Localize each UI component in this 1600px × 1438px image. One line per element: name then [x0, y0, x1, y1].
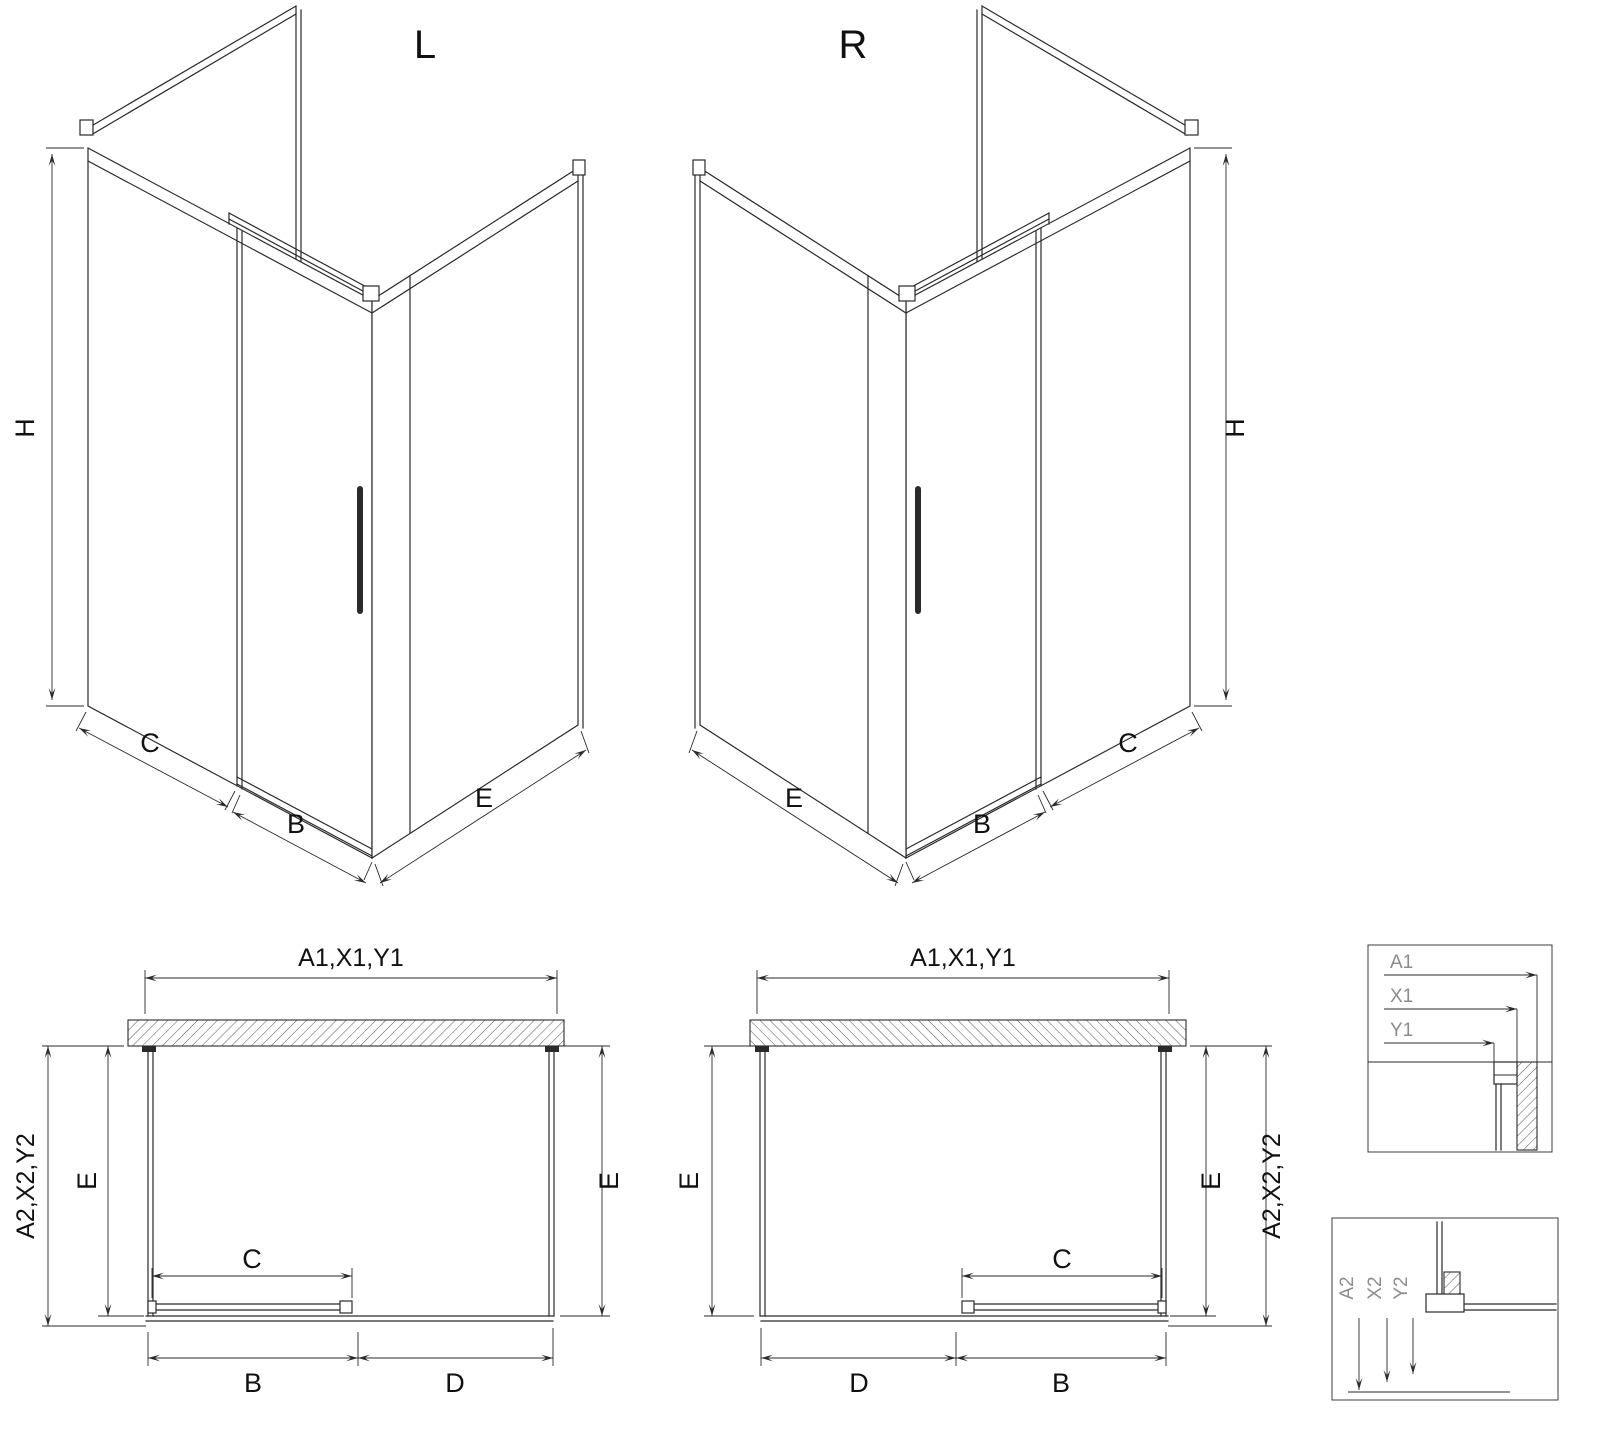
detail-bottom-hatch: [1443, 1271, 1461, 1295]
dim-label-h-left: H: [10, 418, 40, 438]
detail-dim-y2: Y2: [1391, 1276, 1412, 1299]
detail-dim-a2: A2: [1337, 1276, 1358, 1299]
plan-right-dim-d: D: [849, 1368, 869, 1398]
plan-left-dim-c: C: [242, 1244, 262, 1274]
plan-right-dim-e-left: E: [674, 1172, 704, 1190]
plan-right-dim-side-outer: A2,X2,Y2: [1258, 1133, 1286, 1239]
dim-label-c-left: C: [140, 728, 160, 758]
dim-label-e-left: E: [475, 783, 493, 813]
detail-glass-bottom: [1436, 1221, 1443, 1299]
plan-left-dim-e-right: E: [594, 1172, 624, 1190]
plan-view-left: A1,X1,Y1 A2,X2,Y2 E E C B D: [12, 944, 624, 1398]
detail-dim-x1: X1: [1390, 986, 1413, 1007]
plan-view-right: A1,X1,Y1 A2,X2,Y2 E E C D B: [674, 944, 1286, 1398]
detail-profile-top: A1 X1 Y1: [1367, 944, 1553, 1153]
detail-dim-a1: A1: [1390, 952, 1413, 973]
detail-dim-y1: Y1: [1390, 1020, 1413, 1041]
plan-right-dim-e-right: E: [1196, 1172, 1226, 1190]
dim-label-h-right: H: [1220, 418, 1250, 438]
detail-glass-top: [1495, 1083, 1502, 1151]
detail-bottom-profile: [1425, 1293, 1465, 1313]
dim-label-b-right: B: [973, 809, 991, 839]
plan-right-dim-top: A1,X1,Y1: [910, 944, 1016, 972]
dim-label-e-right: E: [785, 783, 803, 813]
plan-left-dim-top: A1,X1,Y1: [298, 944, 404, 972]
detail-wall-hatch: [1516, 1061, 1538, 1151]
plan-right-dim-c: C: [1052, 1244, 1072, 1274]
dim-label-b-left: B: [287, 809, 305, 839]
variant-label-right: R: [839, 23, 868, 67]
iso-view-left: L H C B E: [10, 6, 589, 886]
detail-bottom-frame: [1331, 1217, 1559, 1401]
plan-left-dim-d: D: [445, 1368, 465, 1398]
iso-view-right: R H C B E: [689, 6, 1250, 886]
detail-profile-bottom: A2 X2 Y2: [1331, 1217, 1559, 1401]
plan-right-dim-b: B: [1052, 1368, 1070, 1398]
detail-wall-profile: [1493, 1061, 1518, 1085]
plan-left-dim-b: B: [244, 1368, 262, 1398]
detail-dim-x2: X2: [1365, 1276, 1386, 1299]
dim-label-c-right: C: [1118, 728, 1138, 758]
plan-left-dim-e-left: E: [72, 1172, 102, 1190]
variant-label-left: L: [414, 23, 436, 67]
plan-left-dim-side-outer: A2,X2,Y2: [12, 1133, 40, 1239]
detail-top-frame: [1367, 944, 1553, 1153]
